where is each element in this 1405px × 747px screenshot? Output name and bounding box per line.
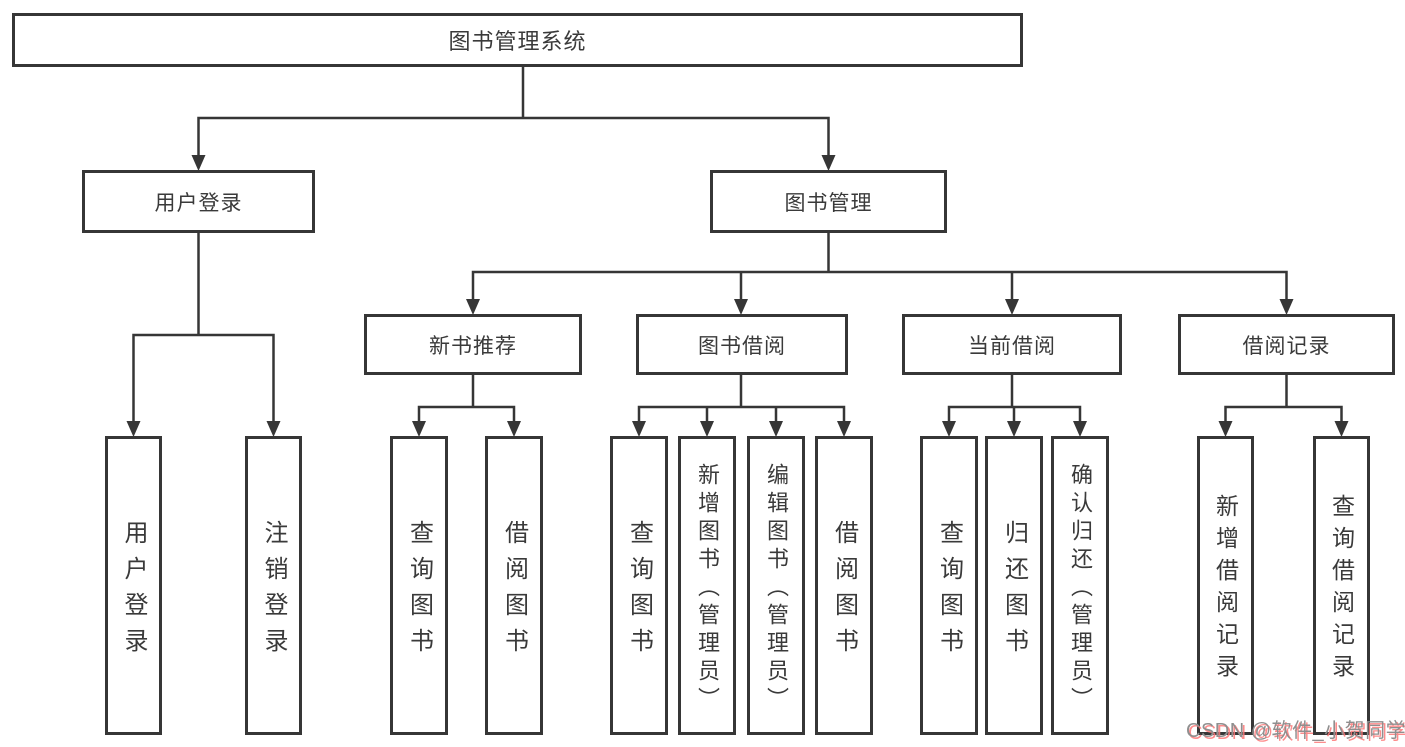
connector-new-book-rec-to-children (417, 375, 516, 421)
node-leaf-logout: 注销登录 (245, 436, 302, 735)
node-leaf-query-books-current: 查询图书 (920, 436, 978, 735)
arrowheads (126, 155, 1349, 437)
connector-root-to-level2 (197, 67, 830, 156)
csdn-watermark: CSDN @软件_小贺同学 (1186, 720, 1405, 742)
node-book-borrowing: 图书借阅 (636, 314, 848, 375)
connector-current-borrow-to-children (947, 375, 1082, 421)
node-user-login: 用户登录 (82, 170, 315, 233)
node-leaf-borrow-books-rec: 借阅图书 (485, 436, 543, 735)
node-leaf-query-borrow-record: 查询借阅记录 (1313, 436, 1370, 735)
node-library-system: 图书管理系统 (12, 13, 1023, 67)
connector-user-login-to-children (132, 233, 275, 421)
node-leaf-query-books-rec: 查询图书 (390, 436, 448, 735)
node-leaf-add-borrow-record: 新增借阅记录 (1197, 436, 1254, 735)
connector-borrow-record-to-children (1224, 375, 1343, 421)
connector-book-borrow-to-children (637, 375, 846, 421)
node-leaf-return-books: 归还图书 (985, 436, 1043, 735)
node-book-management: 图书管理 (710, 170, 947, 233)
node-leaf-query-books-borrow: 查询图书 (610, 436, 668, 735)
node-borrowing-records: 借阅记录 (1178, 314, 1395, 375)
node-leaf-confirm-return-admin: 确认归还（管理员） (1051, 436, 1109, 735)
node-leaf-edit-books-admin: 编辑图书（管理员） (747, 436, 805, 735)
node-new-book-recommendation: 新书推荐 (364, 314, 582, 375)
connector-book-mgmt-to-level3 (471, 233, 1288, 300)
node-leaf-add-books-admin: 新增图书（管理员） (678, 436, 736, 735)
node-current-borrowing: 当前借阅 (902, 314, 1122, 375)
node-leaf-user-login: 用户登录 (105, 436, 162, 735)
node-leaf-borrow-books: 借阅图书 (815, 436, 873, 735)
